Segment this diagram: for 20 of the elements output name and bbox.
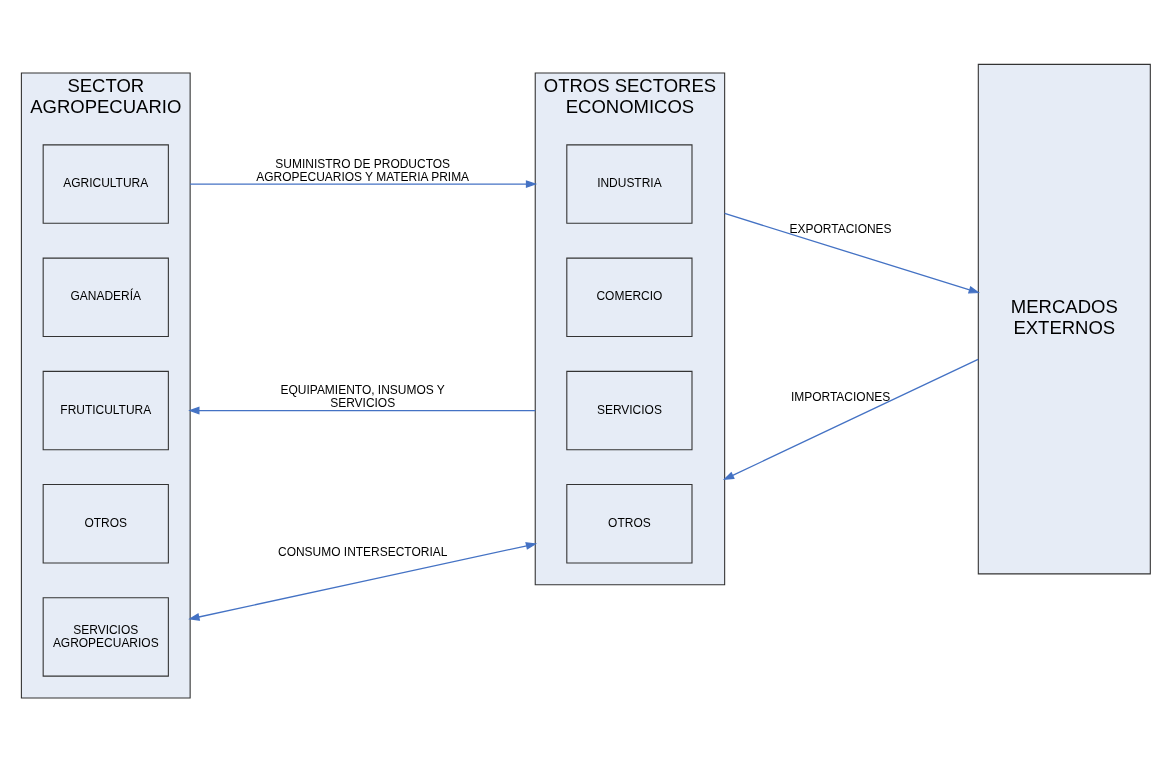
edge-label: IMPORTACIONES	[790, 389, 891, 404]
edge-label: EQUIPAMIENTO, INSUMOS Y SERVICIOS	[280, 382, 445, 411]
node-box: SERVICIOS AGROPECUARIOS	[42, 597, 169, 677]
arrow	[188, 406, 536, 415]
arrow	[189, 180, 538, 189]
node-box: OTROS	[42, 484, 169, 564]
node-box: GANADERÍA	[42, 257, 169, 338]
node-box: FRUTICULTURA	[42, 370, 169, 451]
node-box: INDUSTRIA	[566, 144, 693, 224]
edge-label: EXPORTACIONES	[789, 221, 892, 236]
edge-label: SUMINISTRO DE PRODUCTOS AGROPECUARIOS Y MATERIA PRIMA	[256, 156, 470, 184]
arrow	[722, 358, 979, 481]
arrow	[724, 212, 980, 294]
edge-label: CONSUMO INTERSECTORIAL	[278, 545, 448, 560]
node-box: MERCADOS EXTERNOS	[977, 63, 1151, 575]
arrow	[188, 542, 538, 621]
node-box: AGRICULTURA	[42, 144, 169, 224]
node-box: COMERCIO	[566, 257, 693, 338]
node-box: SERVICIOS	[566, 370, 693, 451]
node-box: OTROS	[566, 484, 693, 564]
